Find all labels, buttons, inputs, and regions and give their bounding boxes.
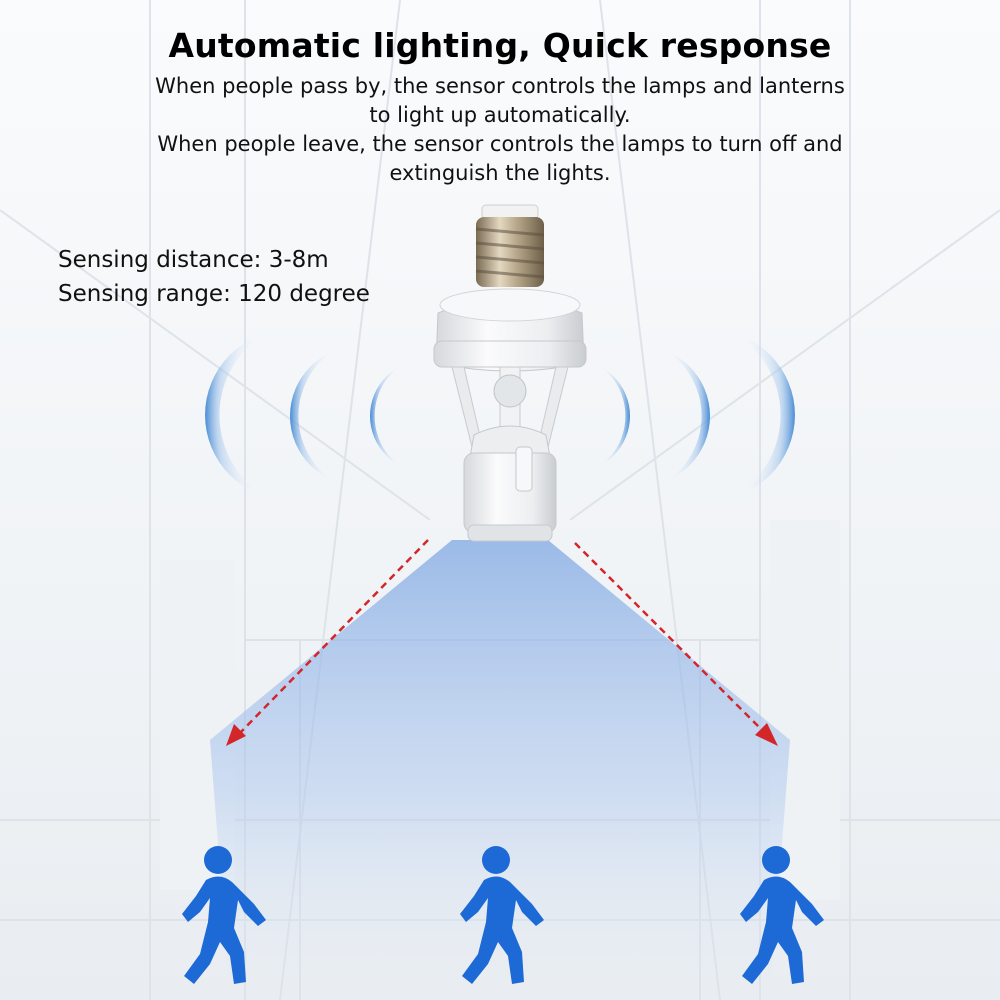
arrow-icon bbox=[574, 542, 778, 746]
light-beam bbox=[210, 540, 790, 1000]
walking-person-icon bbox=[182, 846, 266, 984]
arrow-icon bbox=[226, 539, 429, 746]
walking-person-icon bbox=[740, 846, 824, 984]
lamp-socket-sensor-icon bbox=[433, 204, 587, 542]
sensor-wave-icon bbox=[710, 330, 795, 500]
description-line-1: When people pass by, the sensor controls… bbox=[155, 74, 845, 127]
page-title: Automatic lighting, Quick response bbox=[168, 26, 832, 65]
sensing-range-label: Sensing range: 120 degree bbox=[58, 281, 370, 307]
sensing-distance-label: Sensing distance: 3-8m bbox=[58, 247, 329, 273]
sensor-wave-icon bbox=[205, 330, 290, 500]
description-line-2: When people leave, the sensor controls t… bbox=[157, 132, 843, 185]
walking-person-icon bbox=[460, 846, 544, 984]
